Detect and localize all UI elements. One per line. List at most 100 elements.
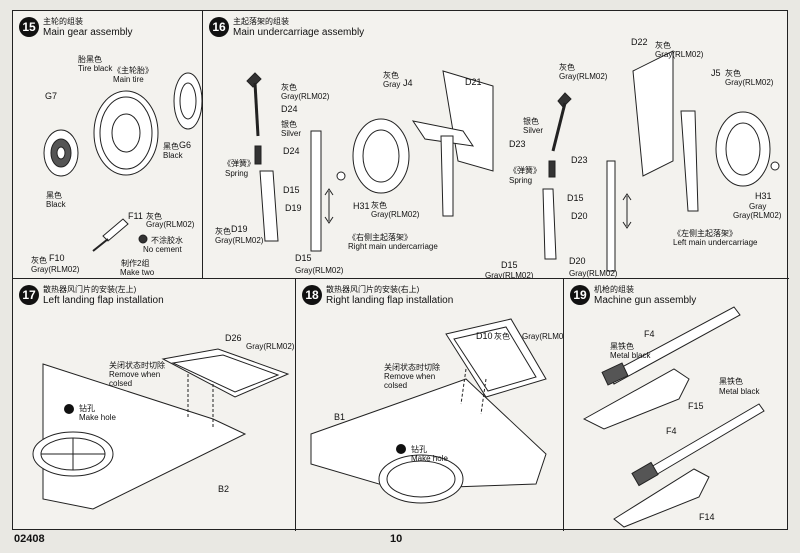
part-f4: F4 — [644, 329, 655, 339]
remove-closed-b-en1: Remove when — [384, 372, 436, 381]
silver-en: Silver — [281, 129, 302, 138]
part-d19-b: D19 — [231, 224, 248, 234]
part-d15-c: D15 — [567, 193, 584, 203]
remove-closed-en2: colsed — [109, 379, 133, 388]
make-hole-b-cn: 钻孔 — [411, 445, 427, 454]
step-number-18: 18 — [302, 285, 322, 305]
tire-color-cn: 胎黑色 — [78, 55, 102, 64]
f11-color-en: Gray(RLM02) — [146, 220, 195, 229]
step-18-panel: 18 散热器风门片的安装(右上) Right landing flap inst… — [296, 279, 564, 531]
step-18-title-en: Right landing flap installation — [326, 295, 454, 306]
silver-cn: 银色 — [281, 120, 297, 129]
part-d23: D23 — [509, 139, 526, 149]
step-19-panel: 19 机枪的组装 Machine gun assembly F4 黑铁色 Met… — [564, 279, 789, 531]
make-hole-cn: 钻孔 — [79, 404, 95, 413]
step-16-title-en: Main undercarriage assembly — [233, 27, 365, 38]
page-number: 10 — [390, 533, 403, 545]
d24b-color-cn: 灰色 — [559, 63, 575, 72]
step-15-title-en: Main gear assembly — [43, 27, 133, 38]
remove-closed-b-en2: colsed — [384, 381, 408, 390]
make-hole-b-en: Make hole — [411, 454, 448, 463]
step-17-title-cn: 散热器风门片的安装(左上) — [43, 285, 137, 294]
d20-color-en: Gray(RLM02) — [569, 269, 618, 278]
h31b-color-en2: Gray(RLM02) — [733, 211, 782, 220]
j5-color-en: Gray(RLM02) — [725, 78, 774, 87]
h31-color-cn: 灰色 — [371, 201, 387, 210]
kit-code: 02408 — [14, 533, 45, 545]
d26-color-en: Gray(RLM02) — [246, 342, 295, 351]
step-15-title-cn: 主轮的组装 — [43, 17, 83, 26]
part-f11: F11 — [128, 211, 143, 221]
g7-color-en: Black — [46, 200, 66, 209]
j4-color-cn: 灰色 — [383, 71, 399, 80]
step-number-16: 16 — [209, 17, 229, 37]
d19-color-en: Gray(RLM02) — [215, 236, 264, 245]
part-f14: F14 — [699, 512, 715, 522]
step-19-title-en: Machine gun assembly — [594, 295, 697, 306]
part-d15-d: D15 — [501, 260, 518, 270]
remove-closed-en1: Remove when — [109, 370, 161, 379]
step-17-title-en: Left landing flap installation — [43, 295, 164, 306]
right-flap-drawing — [310, 318, 547, 504]
d22-color-en: Gray(RLM02) — [655, 50, 704, 59]
d24-color-cn: 灰色 — [281, 83, 297, 92]
g6-color-en: Black — [163, 151, 183, 160]
f11-color-cn: 灰色 — [146, 212, 162, 221]
part-f10: F10 — [49, 253, 65, 263]
step-17-panel: 17 散热器风门片的安装(左上) Left landing flap insta… — [13, 279, 296, 531]
g6-color-cn: 黑色 — [163, 142, 179, 151]
part-h31-b: H31 — [755, 191, 772, 201]
part-j4: J4 — [403, 78, 413, 88]
part-b1: B1 — [334, 412, 346, 422]
d24b-color-en: Gray(RLM02) — [559, 72, 608, 81]
part-d15: D15 — [283, 185, 300, 195]
make-two-cn: 制作2组 — [121, 259, 150, 268]
d15-color-en: Gray(RLM02) — [295, 266, 344, 275]
no-cement-cn: 不涂胶水 — [151, 236, 183, 245]
j4-color-en: Gray — [383, 80, 401, 89]
left-undercarriage-cn: 《左侧主起落架》 — [673, 229, 737, 238]
main-gear-drawing — [43, 72, 202, 252]
part-d20-b: D20 — [569, 256, 586, 266]
machine-gun-drawing — [582, 306, 765, 528]
spring-en: Spring — [225, 169, 249, 178]
part-d21: D21 — [465, 77, 482, 87]
part-d24-lower: D24 — [283, 146, 300, 156]
undercarriage-drawing — [246, 50, 780, 272]
part-d20: D20 — [571, 211, 588, 221]
part-h31: H31 — [353, 201, 370, 211]
part-f15: F15 — [688, 401, 704, 411]
make-hole-en: Make hole — [79, 413, 116, 422]
part-j5: J5 — [711, 68, 721, 78]
metal-black-b-en: Metal black — [719, 387, 760, 396]
part-d24-top: D24 — [281, 104, 298, 114]
d15d-color-en: Gray(RLM02) — [485, 271, 534, 279]
h31-color-en: Gray(RLM02) — [371, 210, 420, 219]
h31b-color-en: Gray — [749, 202, 767, 211]
d19-color-cn: 灰色 — [215, 227, 231, 236]
f10-color-en: Gray(RLM02) — [31, 265, 80, 274]
part-d22: D22 — [631, 37, 648, 47]
j5-color-cn: 灰色 — [725, 69, 741, 78]
step-18-title-cn: 散热器风门片的安装(右上) — [326, 285, 420, 294]
f10-color-cn: 灰色 — [31, 256, 47, 265]
tire-color-en: Tire black — [78, 64, 113, 73]
step-15-panel: 15 主轮的组装 Main gear assembly 胎黑色 Tire bla… — [13, 11, 203, 279]
metal-black-en: Metal black — [610, 351, 651, 360]
g7-color-cn: 黑色 — [46, 191, 62, 200]
main-tire-cn: 《主轮胎》 — [113, 66, 153, 75]
metal-black-b-cn: 黑铁色 — [719, 377, 743, 386]
remove-closed-b-cn: 关闭状态时切除 — [384, 363, 440, 372]
part-d10: D10 — [476, 331, 493, 341]
step-16-panel: 16 主起落架的组装 Main undercarriage assembly — [203, 11, 789, 279]
d10-color-cn: 灰色 — [494, 332, 510, 341]
part-d15-b: D15 — [295, 253, 312, 263]
d22-color-cn: 灰色 — [655, 41, 671, 50]
silver-b-cn: 银色 — [523, 117, 539, 126]
d10-color-en: Gray(RLM02) — [522, 332, 564, 341]
main-tire-en: Main tire — [113, 75, 144, 84]
silver-b-en: Silver — [523, 126, 544, 135]
metal-black-cn: 黑铁色 — [610, 342, 634, 351]
part-d26: D26 — [225, 333, 242, 343]
spring-cn: 《弹簧》 — [223, 159, 255, 168]
